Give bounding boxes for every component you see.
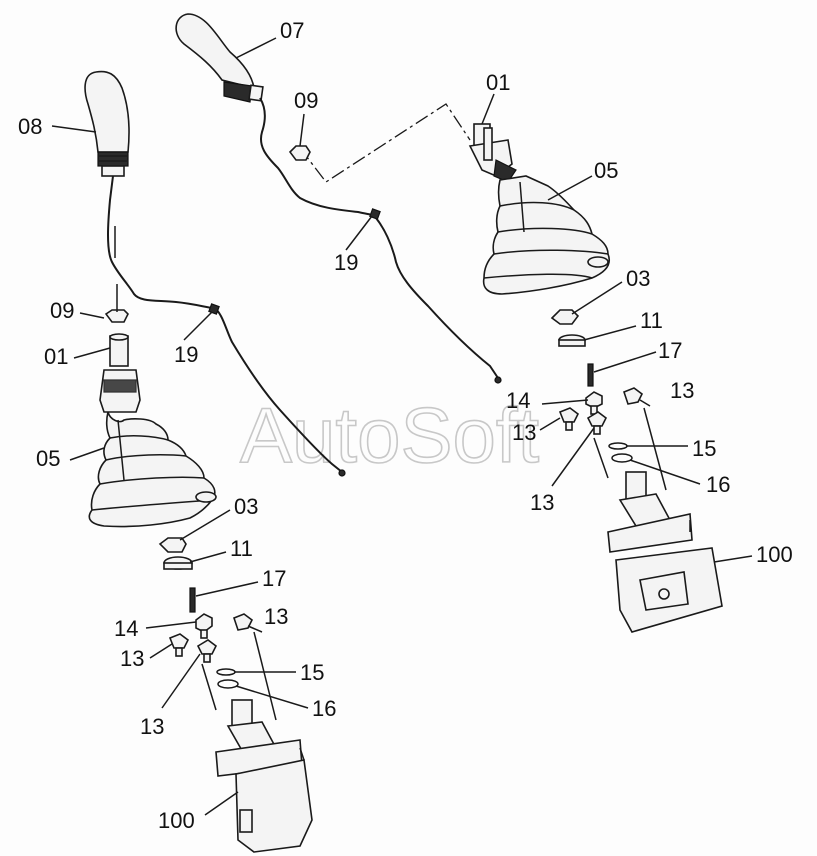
label-right-cable-clip: 19 <box>334 250 358 275</box>
label-right-nut-lower: 03 <box>626 266 650 291</box>
label-right-boot: 05 <box>594 158 618 183</box>
left-joystick-assembly <box>84 70 346 853</box>
right-spring-ring <box>608 442 628 450</box>
watermark-text: AutoSoft <box>240 391 540 479</box>
label-right-spring-ring: 15 <box>692 436 716 461</box>
label-left-pin: 17 <box>262 566 286 591</box>
label-right-bolt-c: 13 <box>530 490 554 515</box>
right-nut-03 <box>550 309 580 325</box>
label-right-screw: 14 <box>506 388 530 413</box>
label-left-screw: 14 <box>114 616 138 641</box>
right-pin <box>587 363 594 387</box>
label-right-bolt-b: 13 <box>512 420 536 445</box>
label-left-spring-ring: 15 <box>300 660 324 685</box>
label-right-valve: 100 <box>756 542 793 567</box>
left-bolt-set <box>168 613 263 663</box>
callout-labels: 08 09 01 19 05 03 11 17 14 13 13 13 15 1… <box>18 18 793 833</box>
label-right-o-ring: 16 <box>706 472 730 497</box>
left-spring-ring <box>216 668 236 676</box>
left-knob <box>84 70 130 177</box>
right-joystick-assembly <box>175 13 723 633</box>
left-boot <box>88 369 217 528</box>
label-left-washer: 11 <box>230 536 253 561</box>
label-left-nut-lower: 03 <box>234 494 258 519</box>
leader-lines <box>51 37 753 816</box>
right-boot <box>482 175 610 295</box>
left-knob-cable <box>107 175 343 473</box>
right-bolt-set <box>558 387 651 435</box>
label-left-cable-clip: 19 <box>174 342 198 367</box>
label-left-bolt-c: 13 <box>140 714 164 739</box>
right-o-ring <box>611 453 633 463</box>
right-nut-09 <box>288 145 311 161</box>
left-valve <box>215 699 313 853</box>
left-nut-09 <box>104 309 129 323</box>
label-right-bolt-a: 13 <box>670 378 694 403</box>
right-shaft <box>468 123 517 183</box>
label-left-bolt-b: 13 <box>120 646 144 671</box>
label-right-shaft: 01 <box>486 70 510 95</box>
label-right-washer: 11 <box>640 308 663 333</box>
label-left-shaft: 01 <box>44 344 68 369</box>
label-left-boot: 05 <box>36 446 60 471</box>
left-pin <box>189 587 196 613</box>
label-right-knob: 07 <box>280 18 304 43</box>
label-right-pin: 17 <box>658 338 682 363</box>
left-nut-03 <box>158 537 187 553</box>
left-o-ring <box>217 679 239 689</box>
right-knob <box>175 13 264 103</box>
right-valve <box>607 471 723 633</box>
label-left-o-ring: 16 <box>312 696 336 721</box>
right-knob-cable <box>259 97 499 379</box>
label-left-nut: 09 <box>50 298 74 323</box>
label-left-bolt-a: 13 <box>264 604 288 629</box>
label-left-valve: 100 <box>158 808 195 833</box>
label-right-nut: 09 <box>294 88 318 113</box>
label-left-knob: 08 <box>18 114 42 139</box>
